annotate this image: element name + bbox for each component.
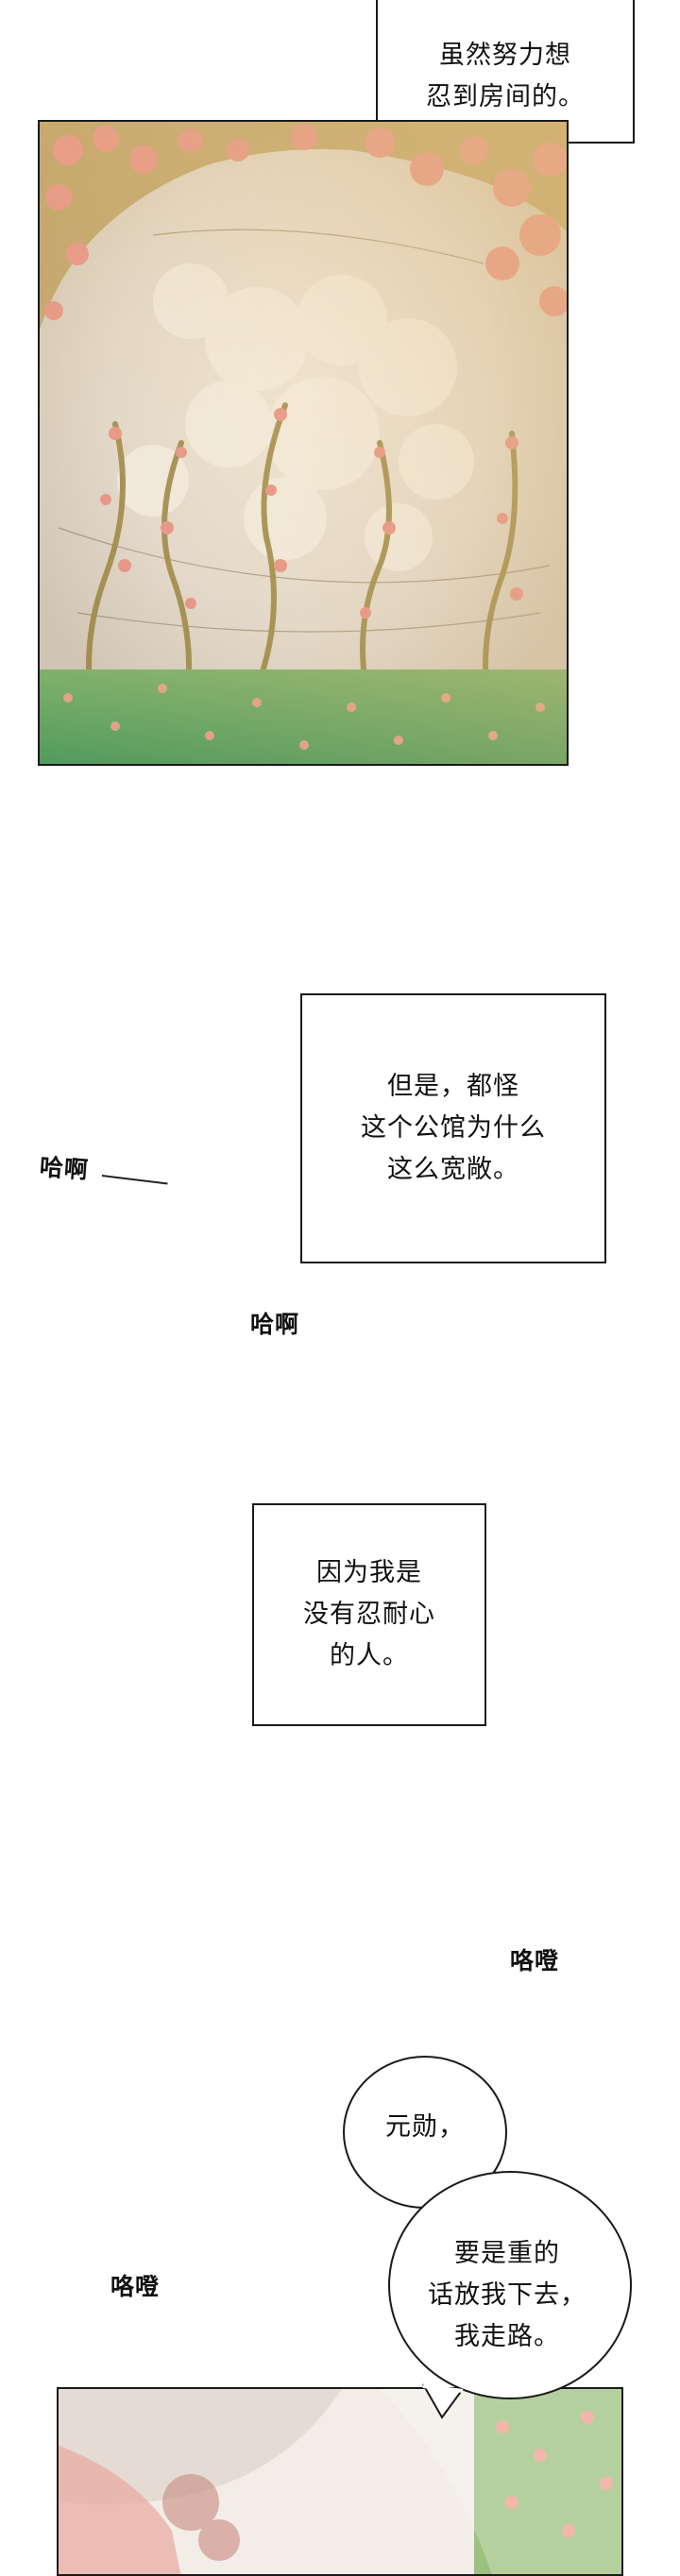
sfx-footstep-1: 咯噔 bbox=[510, 1947, 560, 1974]
bottom-panel-illustration bbox=[59, 2389, 621, 2574]
speech-bubble-1-text: 元勋， bbox=[385, 2112, 465, 2142]
bottom-panel bbox=[57, 2387, 623, 2576]
narration-text-1: 但是，都怪 这个公馆为什么 这么宽敞。 bbox=[361, 1072, 546, 1184]
sfx-footstep-2: 咯噔 bbox=[110, 2273, 161, 2300]
garden-panel bbox=[38, 120, 569, 766]
sfx-panting-2: 哈啊 bbox=[250, 1311, 300, 1338]
rose-garden-illustration bbox=[40, 122, 567, 764]
speech-bubble-2-text: 要是重的 话放我下去， 我走路。 bbox=[428, 2239, 586, 2351]
sfx-panting-1: 哈啊 bbox=[38, 1153, 90, 1184]
sfx-trail-line bbox=[101, 1175, 168, 1185]
narration-text-top: 虽然努力想 忍到房间的。 bbox=[426, 41, 585, 111]
narration-box-1: 但是，都怪 这个公馆为什么 这么宽敞。 bbox=[300, 993, 606, 1263]
narration-text-2: 因为我是 没有忍耐心 的人。 bbox=[303, 1558, 435, 1670]
narration-box-top: 虽然努力想 忍到房间的。 bbox=[376, 0, 635, 144]
narration-box-2: 因为我是 没有忍耐心 的人。 bbox=[252, 1503, 486, 1726]
